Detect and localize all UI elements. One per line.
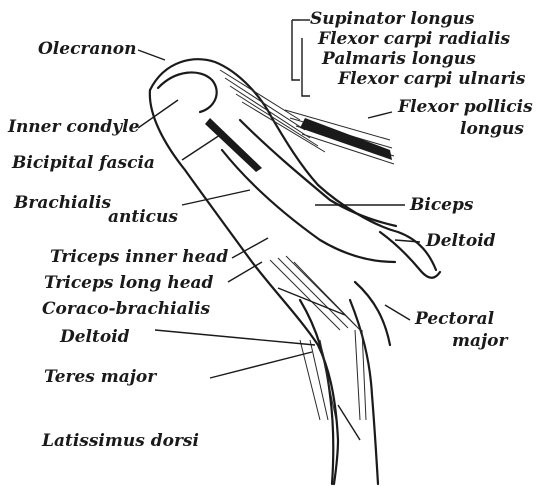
leader-inner-condyle [138, 100, 178, 128]
label-brachialis-2: anticus [108, 207, 178, 227]
label-olecranon: Olecranon [38, 39, 136, 59]
flexor-dark-band [300, 118, 392, 160]
label-bicipital-fascia: Bicipital fascia [11, 153, 155, 173]
label-teres-major: Teres major [44, 367, 157, 387]
leader-brachialis [182, 190, 250, 205]
label-triceps-inner-head: Triceps inner head [50, 247, 228, 267]
label-flexor-pollicis-longus-2: longus [460, 119, 524, 139]
leader-triceps-long [228, 262, 262, 282]
labels: Supinator longus Flexor carpi radialis P… [7, 9, 533, 451]
label-coraco-brachialis: Coraco-brachialis [42, 299, 211, 319]
label-pectoral-major-1: Pectoral [414, 309, 495, 329]
pectoral-edge [355, 282, 390, 345]
biceps-lower-edge [222, 150, 395, 262]
label-flexor-carpi-radialis: Flexor carpi radialis [317, 29, 511, 49]
arm-outline-outer [150, 59, 436, 270]
label-supinator-longus: Supinator longus [310, 9, 475, 29]
leader-flexor-pollicis [368, 112, 392, 118]
top-bracket-2 [302, 38, 310, 96]
leader-deltoid-left [155, 330, 315, 345]
olecranon-shape [158, 72, 217, 112]
label-biceps: Biceps [409, 195, 474, 215]
teres-edge [350, 300, 378, 484]
label-triceps-long-head: Triceps long head [44, 273, 214, 293]
leader-latissimus [338, 405, 360, 440]
leader-olecranon [138, 50, 165, 60]
label-flexor-pollicis-longus-1: Flexor pollicis [397, 97, 533, 117]
label-brachialis-1: Brachialis [13, 193, 111, 213]
label-palmaris-longus: Palmaris longus [321, 49, 476, 69]
label-latissimus-dorsi: Latissimus dorsi [41, 431, 199, 451]
label-pectoral-major-2: major [452, 331, 508, 351]
leader-deltoid-right [395, 240, 420, 242]
leader-teres [210, 352, 312, 378]
leader-bicipital-fascia [182, 135, 220, 160]
label-deltoid-right: Deltoid [425, 231, 496, 251]
leader-pectoral [385, 305, 410, 320]
label-flexor-carpi-ulnaris: Flexor carpi ulnaris [337, 69, 526, 89]
label-inner-condyle: Inner condyle [7, 117, 140, 137]
biceps-shape [240, 120, 396, 226]
top-bracket [292, 20, 300, 80]
label-deltoid-left: Deltoid [59, 327, 130, 347]
